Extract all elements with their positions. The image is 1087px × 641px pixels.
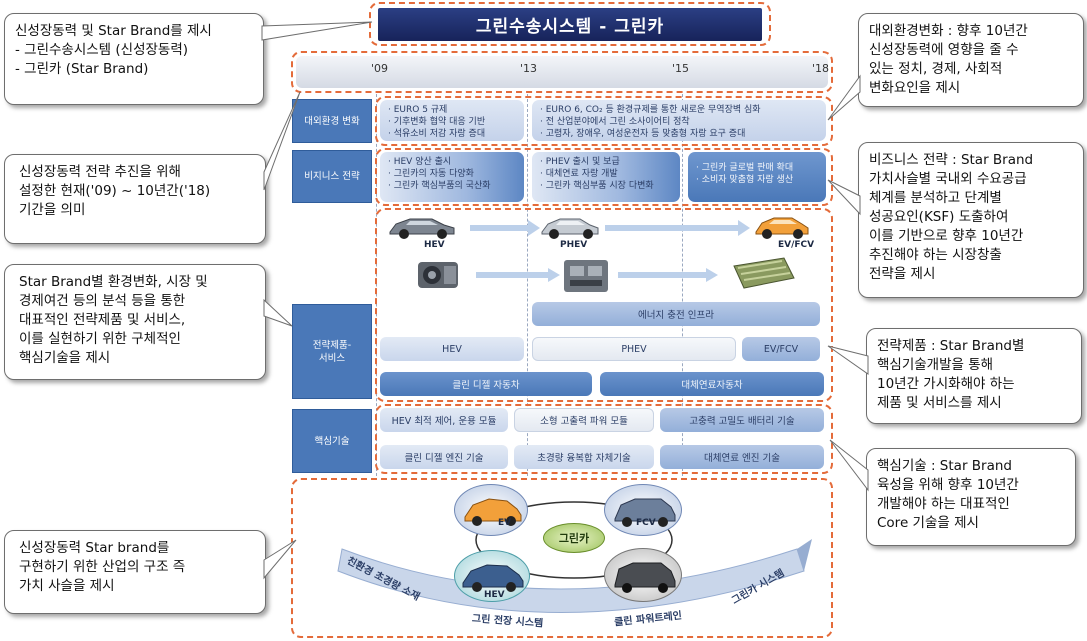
year-2013: '13 (520, 62, 538, 75)
value-chain-ev-label: EV (498, 518, 512, 528)
env-item-2013: · EURO 6, CO₂ 등 환경규제를 통한 새로운 무역장벽 심화 · 전… (532, 100, 826, 141)
row-label-biz: 비지니스 전략 (292, 150, 372, 203)
product-bar-hev: HEV (380, 337, 524, 361)
env-item-2009: · EURO 5 규제 · 기후변화 협약 대응 기반 · 석유소비 저감 자랑… (380, 100, 524, 141)
year-2015: '15 (672, 62, 690, 75)
product-bar-phev: PHEV (532, 337, 736, 361)
value-chain-hev-label: HEV (484, 590, 505, 600)
products-row-frame (375, 208, 833, 402)
core-tech-battery: 고충력 고밀도 배터리 기술 (660, 408, 824, 432)
hev-car-icon (462, 564, 524, 592)
arrow-component-1 (476, 268, 560, 282)
biz-row-frame (375, 148, 833, 206)
callout-strategic-products: 전략제품 : Star Brand별 핵심기술개발을 통해 10년간 가시화해야… (866, 328, 1082, 424)
core-tech-lightweight: 초경량 융복합 자체기술 (514, 445, 654, 469)
title-frame (369, 2, 771, 46)
biz-item-2015: · 그린카 글로벌 판매 확대 · 소비자 맞춤형 자랑 생산 (688, 152, 826, 202)
callout-products: Star Brand별 환경변화, 시장 및 경제여건 등의 분석 등을 통한 … (4, 264, 266, 380)
value-chain-center: 그린카 (543, 523, 605, 553)
product-bar-ev-fcv: EV/FCV (742, 337, 820, 361)
arrow-component-2 (618, 268, 718, 282)
callout-star-brand: 신성장동력 및 Star Brand를 제시 - 그린수송시스템 (신성장동력)… (4, 13, 264, 105)
env-row-frame (375, 96, 833, 146)
timeline-bar (296, 56, 828, 88)
ev-car-image (755, 217, 809, 239)
year-2009: '09 (371, 62, 389, 75)
divider-2013 (527, 94, 528, 476)
value-chain-fcv-label: FCV (636, 518, 656, 528)
arrow-hev-to-phev (470, 220, 540, 236)
value-chain-frame (291, 478, 833, 638)
arrow-phev-to-ev (605, 220, 750, 236)
row-label-env: 대외환경 변화 (292, 99, 372, 143)
diesel-car-bar: 클린 디젤 자동차 (380, 372, 592, 396)
value-chain-ev-circle (454, 484, 528, 536)
fcv-car-icon (614, 498, 676, 527)
biz-item-2009: · HEV 양산 출시 · 그린카의 자동 다양화 · 그린카 핵심부품의 국산… (380, 152, 524, 202)
core-tech-diesel-engine: 클린 디젤 엔진 기술 (380, 445, 508, 469)
year-2018: '18 (812, 62, 830, 75)
divider-2015 (682, 94, 683, 476)
callout-period: 신성장동력 전략 추진을 위해 설정한 현재('09) ~ 10년간('18) … (4, 154, 266, 244)
value-chain-suv-circle (604, 548, 682, 602)
ev-car-icon (464, 498, 522, 526)
ev-fcv-car-label: EV/FCV (778, 240, 815, 250)
altfuel-car-bar: 대체연료자동차 (600, 372, 824, 396)
suv-car-icon (614, 562, 676, 593)
core-row-frame (375, 404, 833, 474)
callout-env-change: 대외환경변화 : 향후 10년간 신성장동력에 영향을 줄 수 있는 정치, 경… (858, 13, 1084, 107)
infra-bar: 에너지 충전 인프라 (532, 302, 820, 326)
callout-biz-strategy: 비즈니스 전략 : Star Brand 가치사슬별 국내외 수요공급 체계를 … (858, 142, 1084, 298)
hev-car-image (389, 218, 455, 239)
row-label-core: 핵심기술 (292, 409, 372, 473)
biz-item-2013: · PHEV 출시 및 보급 · 대체연료 자랑 개발 · 그린카 핵심부품 시… (532, 152, 680, 202)
diagram-title: 그린수송시스템 - 그린카 (378, 8, 762, 41)
value-chain-hev-circle (454, 550, 530, 602)
phev-car-image (541, 218, 599, 239)
hev-car-label: HEV (424, 240, 445, 250)
core-tech-altfuel-engine: 대체연료 엔진 기술 (660, 445, 824, 469)
hev-component-image (418, 262, 458, 288)
timeline-frame (291, 51, 833, 93)
core-tech-hev-control: HEV 최적 제어, 운용 모듈 (380, 408, 508, 432)
battery-pack-image (733, 257, 795, 289)
callout-value-chain: 신성장동력 Star brand를 구현하기 위한 산업의 구조 즉 가치 사슬… (4, 530, 266, 614)
row-label-products: 전략제품-서비스 (292, 304, 372, 399)
callout-core-tech: 핵심기술 : Star Brand 육성을 위해 향후 10년간 개발해야 하는… (866, 448, 1076, 546)
phev-component-image (564, 260, 608, 292)
phev-car-label: PHEV (560, 240, 588, 250)
core-tech-power-module: 소형 고출력 파워 모듈 (514, 408, 654, 432)
value-chain-fcv-circle (604, 484, 682, 536)
